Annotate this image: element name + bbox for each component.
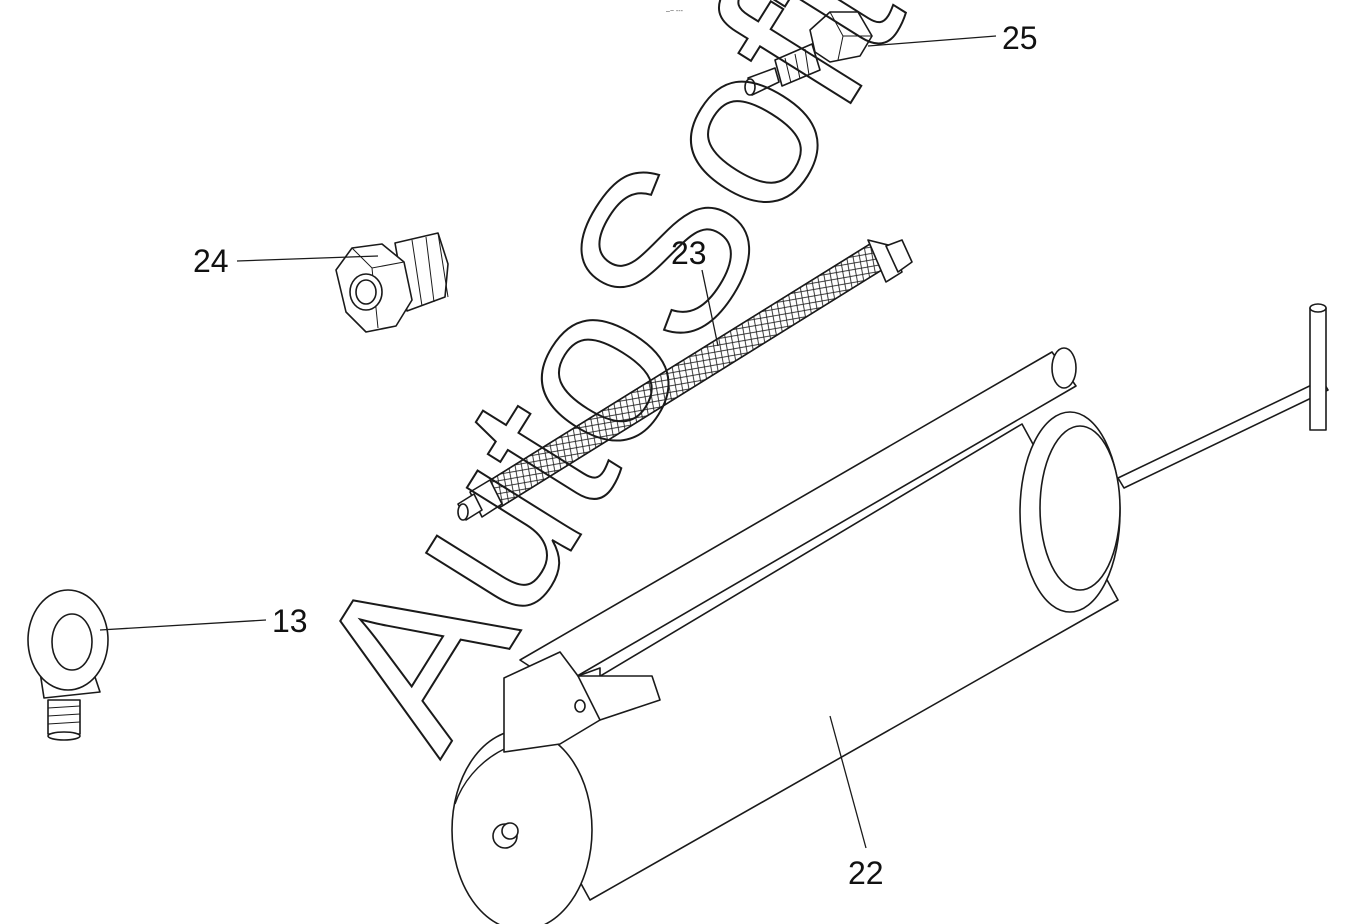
part-25-fitting xyxy=(744,11,873,96)
callout-22: 22 xyxy=(848,855,884,891)
callout-23: 23 xyxy=(671,235,707,271)
callout-13: 13 xyxy=(272,603,308,639)
leader-22 xyxy=(829,715,867,849)
header-mark: ‒− --- xyxy=(666,8,684,15)
leader-25 xyxy=(867,35,997,47)
leader-23 xyxy=(701,269,719,347)
part-13-eye-bolt xyxy=(27,589,109,741)
part-22-grease-gun xyxy=(451,303,1329,924)
part-23-braided-hose xyxy=(457,239,913,521)
leader-24 xyxy=(236,255,379,262)
part-24-hex-adapter xyxy=(335,232,449,333)
callout-24: 24 xyxy=(193,243,229,279)
leader-13 xyxy=(99,619,267,631)
callout-25: 25 xyxy=(1002,20,1038,56)
